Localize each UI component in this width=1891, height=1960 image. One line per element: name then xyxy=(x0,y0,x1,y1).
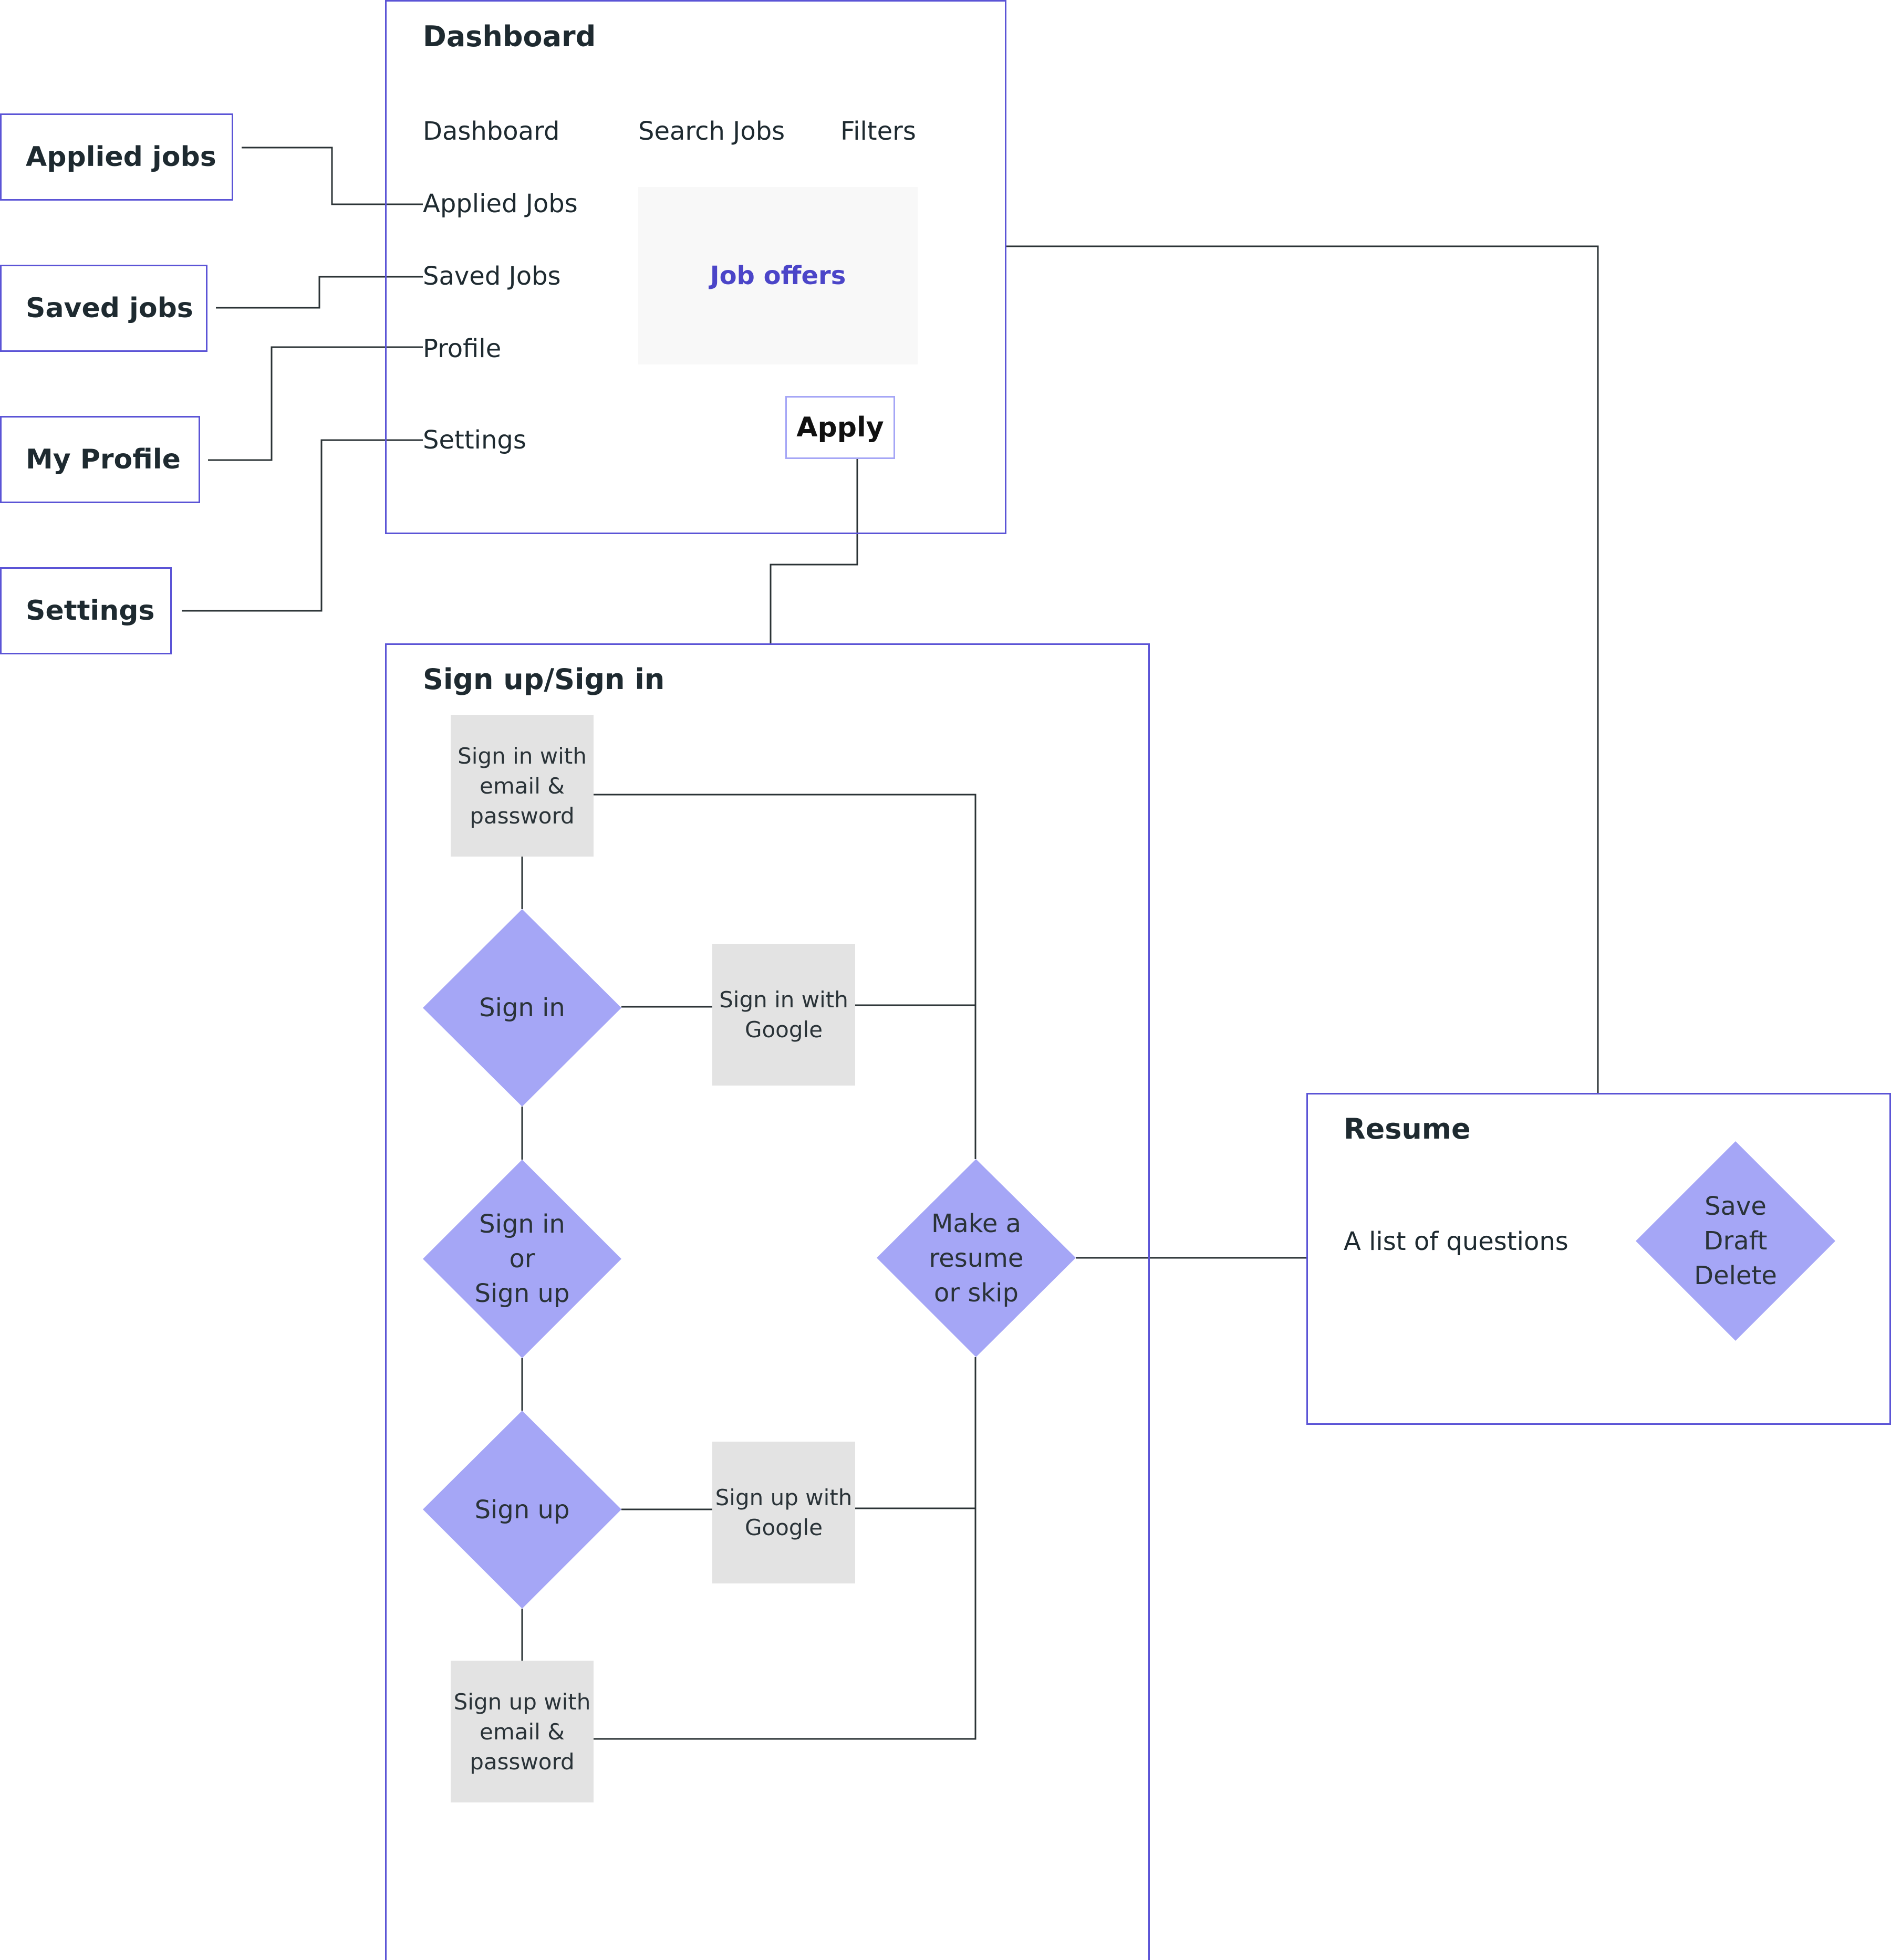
questions-list[interactable]: A list of questions xyxy=(1344,1227,1568,1256)
wire-apply-auth xyxy=(770,459,858,643)
resume-actions-diamond[interactable]: Save Draft Delete xyxy=(1636,1141,1835,1341)
signup-diamond-line: Sign up xyxy=(474,1495,570,1525)
auth-title: Sign up/Sign in xyxy=(423,663,665,696)
signup-google-line: Sign up with xyxy=(715,1485,853,1510)
wire-bus-top xyxy=(594,794,976,1159)
signin-google-line: Sign in with xyxy=(719,987,848,1013)
saved-jobs-button[interactable]: Saved jobs xyxy=(0,265,207,352)
saved-jobs-label: Saved jobs xyxy=(26,293,193,324)
wire-settings xyxy=(182,439,423,612)
wire-my-profile xyxy=(208,346,423,461)
signup-email-line: Sign up with xyxy=(453,1688,591,1715)
apply-label: Apply xyxy=(796,412,884,443)
applied-jobs-label: Applied jobs xyxy=(26,141,216,173)
signin-email-line: email & xyxy=(480,773,565,799)
signup-email-line: email & xyxy=(480,1718,565,1745)
signin-email-line: Sign in with xyxy=(458,743,587,769)
signup-email-box[interactable]: Sign up with email & password xyxy=(451,1661,594,1802)
signup-email-line: password xyxy=(470,1748,575,1775)
diamond-shape xyxy=(423,1411,621,1609)
my-profile-button[interactable]: My Profile xyxy=(0,416,200,503)
wire-saved-jobs xyxy=(216,276,423,309)
auth-frame xyxy=(385,643,1150,1960)
signup-google-box[interactable]: Sign up with Google xyxy=(712,1442,855,1583)
applied-jobs-button[interactable]: Applied jobs xyxy=(0,113,233,201)
choice-line: Sign in xyxy=(479,1210,565,1239)
make-resume-text: Make a resume or skip xyxy=(929,1206,1024,1310)
settings-label: Settings xyxy=(26,595,155,627)
my-profile-label: My Profile xyxy=(26,444,181,475)
menu-search-jobs[interactable]: Search Jobs xyxy=(638,117,785,146)
wire-bus-bottom xyxy=(594,1357,976,1740)
signin-diamond-line: Sign in xyxy=(479,993,565,1023)
resume-line: or skip xyxy=(934,1278,1019,1308)
job-offers-panel[interactable]: Job offers xyxy=(638,187,918,364)
signin-google-line: Google xyxy=(744,1017,823,1042)
signup-google-text: Sign up with Google xyxy=(715,1483,853,1542)
signin-diamond[interactable]: Sign in xyxy=(423,909,621,1107)
menu-saved-jobs[interactable]: Saved Jobs xyxy=(423,262,561,291)
delete-action[interactable]: Delete xyxy=(1694,1261,1777,1290)
apply-button[interactable]: Apply xyxy=(785,396,895,459)
resume-title: Resume xyxy=(1344,1112,1471,1145)
signin-or-signup-diamond[interactable]: Sign in or Sign up xyxy=(423,1160,621,1358)
diamond-shape xyxy=(1636,1141,1835,1341)
diamond-shape xyxy=(423,1160,621,1358)
signin-email-line: password xyxy=(470,802,575,829)
signin-google-box[interactable]: Sign in with Google xyxy=(712,944,855,1086)
dashboard-frame xyxy=(385,0,1006,534)
dashboard-title: Dashboard xyxy=(423,20,596,53)
menu-dashboard[interactable]: Dashboard xyxy=(423,117,560,146)
diamond-shape xyxy=(877,1159,1076,1357)
wire-applied-jobs xyxy=(242,147,423,205)
signup-diamond[interactable]: Sign up xyxy=(423,1411,621,1609)
resume-frame xyxy=(1306,1093,1891,1425)
choice-line: Sign up xyxy=(474,1279,570,1308)
signup-email-text: Sign up with email & password xyxy=(454,1687,591,1777)
signin-email-text: Sign in with email & password xyxy=(458,741,587,831)
diamond-shape xyxy=(423,909,621,1107)
wire-dashboard-resume xyxy=(1006,245,1599,1093)
resume-actions-text: Save Draft Delete xyxy=(1694,1189,1777,1293)
draft-action[interactable]: Draft xyxy=(1703,1226,1768,1256)
settings-button[interactable]: Settings xyxy=(0,567,172,654)
job-offers-label: Job offers xyxy=(710,261,846,290)
save-action[interactable]: Save xyxy=(1705,1192,1767,1221)
resume-line: Make a xyxy=(931,1208,1022,1238)
menu-profile[interactable]: Profile xyxy=(423,334,502,363)
make-resume-diamond[interactable]: Make a resume or skip xyxy=(877,1159,1076,1357)
signup-google-line: Google xyxy=(744,1515,823,1540)
menu-filters[interactable]: Filters xyxy=(840,117,916,146)
signin-diamond-text: Sign in xyxy=(479,991,565,1025)
menu-settings[interactable]: Settings xyxy=(423,425,526,455)
resume-line: resume xyxy=(929,1243,1024,1273)
menu-applied-jobs[interactable]: Applied Jobs xyxy=(423,189,578,218)
signin-google-text: Sign in with Google xyxy=(719,985,848,1045)
signup-diamond-text: Sign up xyxy=(475,1493,570,1527)
signin-or-signup-text: Sign in or Sign up xyxy=(475,1207,570,1311)
choice-line: or xyxy=(509,1244,535,1274)
signin-email-box[interactable]: Sign in with email & password xyxy=(451,715,594,857)
